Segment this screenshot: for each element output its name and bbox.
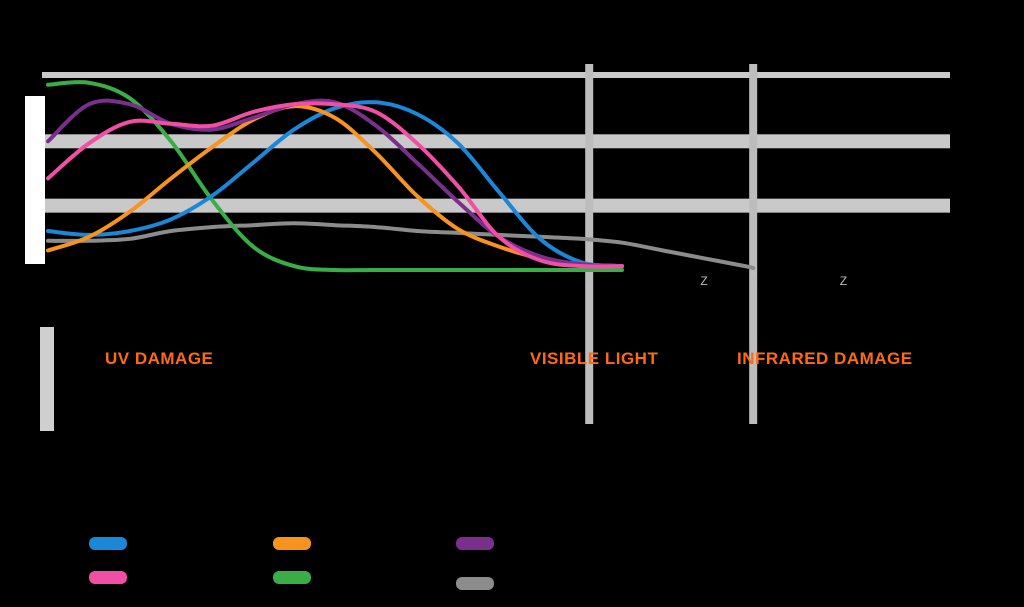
series-line-0 [46, 100, 624, 269]
legend-swatch-2 [456, 537, 494, 550]
tick-label-2: ĉ [750, 274, 756, 288]
legend-swatch-4 [273, 571, 311, 584]
gridline [42, 198, 950, 213]
legend-swatch-1 [273, 537, 311, 550]
series-line-5 [46, 221, 756, 271]
legend-swatch-5 [456, 577, 494, 590]
tick-label-0: è [586, 274, 593, 288]
series-line-1 [46, 104, 624, 269]
gridline [42, 134, 950, 149]
legend [89, 537, 494, 590]
y-axis-bar [25, 96, 45, 264]
series-line-2 [46, 98, 624, 269]
region-divider [749, 64, 758, 424]
region-label-2: INFRARED DAMAGE [737, 349, 913, 368]
tick-label-3: Z [840, 274, 847, 288]
region-labels: UV DAMAGE VISIBLE LIGHT INFRARED DAMAGE [105, 349, 913, 368]
legend-swatch-3 [89, 571, 127, 584]
gridline [42, 72, 950, 78]
series-line-3 [46, 101, 624, 269]
tick-label-1: Z [700, 274, 707, 288]
legend-swatch-0 [89, 537, 127, 550]
legend-marker-bar [40, 327, 54, 431]
region-label-1: VISIBLE LIGHT [530, 349, 658, 368]
grid-layer [42, 72, 950, 213]
series-line-4 [46, 80, 624, 273]
series-layer [46, 80, 756, 273]
region-divider [585, 64, 594, 424]
region-dividers [585, 64, 758, 424]
y-axis [25, 96, 54, 431]
region-label-0: UV DAMAGE [105, 349, 213, 368]
